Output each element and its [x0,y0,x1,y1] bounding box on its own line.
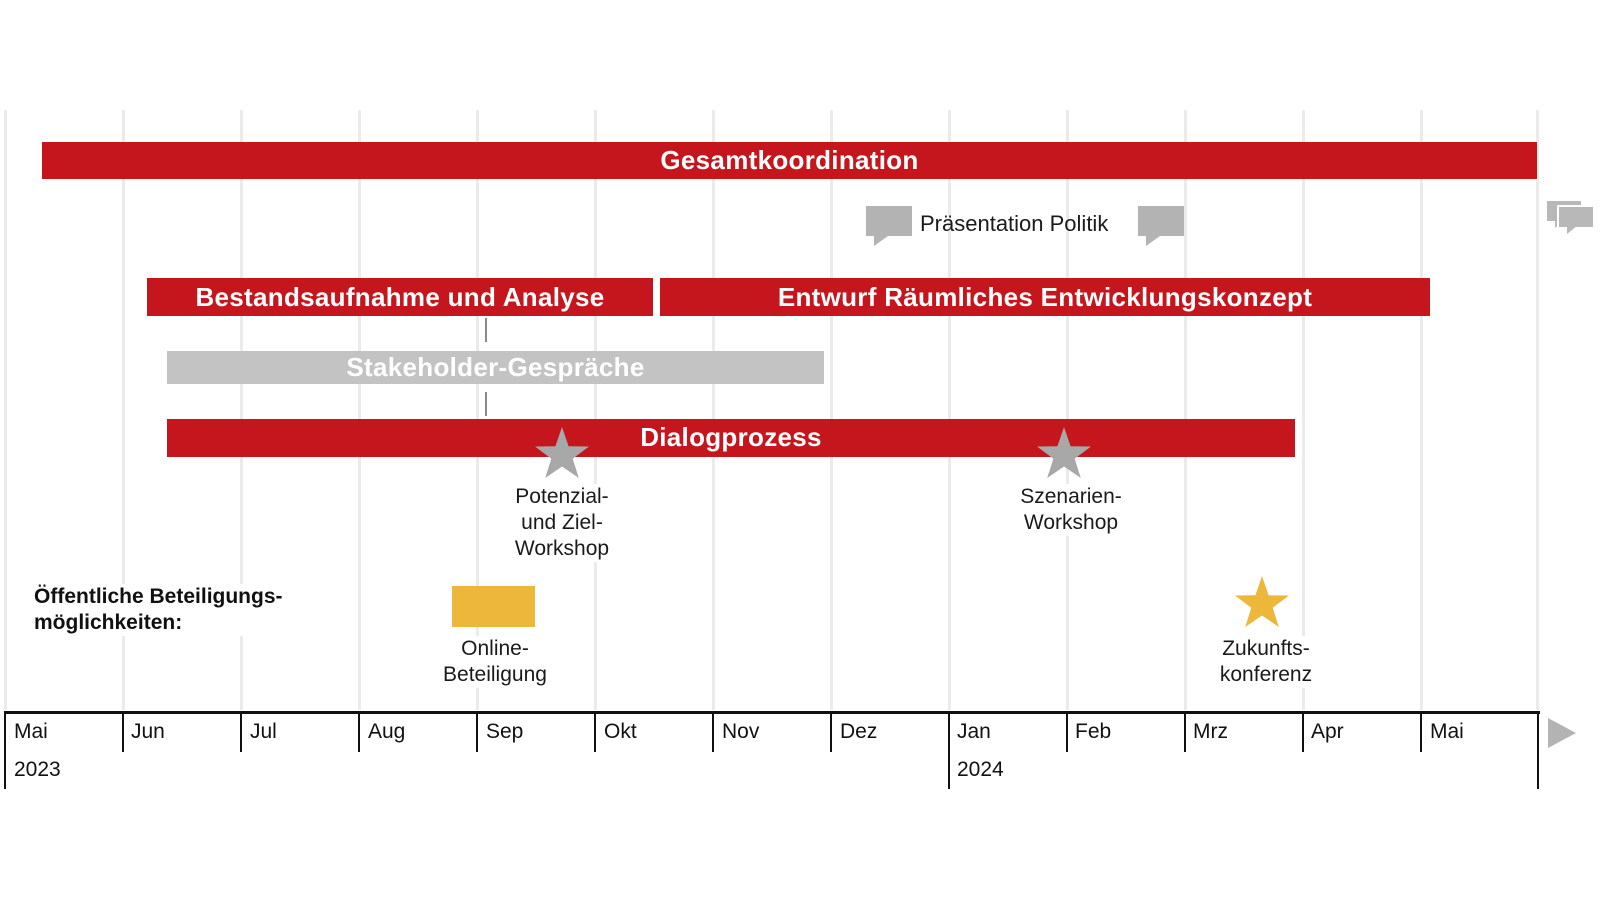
year-label: 2023 [14,758,61,781]
tick [1302,712,1304,752]
star-icon [1235,576,1289,627]
grid-line [1066,110,1069,710]
grid-line [4,110,7,710]
grid-line [712,110,715,710]
public-title-line1: Öffentliche Beteiligungs- [34,585,283,608]
entwurf-label: Entwurf Räumliches Entwicklungskonzept [777,281,1313,312]
dialogprozess-label: Dialogprozess [640,421,822,452]
tick-year [948,712,950,789]
gesamtkoordination-label: Gesamtkoordination [660,145,919,175]
tick [712,712,714,752]
stakeholder-label: Stakeholder-Gespräche [346,352,645,382]
tick [1420,712,1422,752]
szenarien-line1: Szenarien- [1020,485,1122,508]
year-label: 2024 [957,758,1004,781]
month-label: Nov [722,720,760,743]
speech-bubble-icon [866,206,912,246]
presentation-label: Präsentation Politik [920,211,1109,236]
szenarien-line2: Workshop [1023,511,1119,534]
tick [594,712,596,752]
month-label: Mai [1430,720,1464,743]
online-line2: Beteiligung [443,663,547,686]
grid-line [948,110,951,710]
potenzial-line1: Potenzial- [515,485,609,508]
star-icon [1037,427,1091,478]
month-label: Jan [957,720,991,743]
bestandsaufnahme-label: Bestandsaufnahme und Analyse [195,281,605,312]
grid-line [1302,110,1305,710]
grid-line [830,110,833,710]
public-participation-title: Öffentliche Beteiligungs- möglichkeiten: [34,584,287,636]
month-label: Dez [840,720,878,743]
month-label: Apr [1311,720,1344,743]
entwurf-bar: Entwurf Räumliches Entwicklungskonzept [660,278,1430,316]
tick [1066,712,1068,752]
grid-line [594,110,597,710]
month-label: Sep [486,720,524,743]
potenzial-workshop-label: Potenzial- und Ziel- Workshop [498,484,626,562]
public-title-line2: möglichkeiten: [34,611,183,634]
grid-line [1184,110,1187,710]
month-label: Okt [604,720,637,743]
grid-line [122,110,125,710]
star-icon [535,427,589,478]
month-label: Feb [1075,720,1112,743]
potenzial-line3: Workshop [514,537,610,560]
potenzial-line2: und Ziel- [521,511,603,534]
szenarien-workshop-label: Szenarien- Workshop [1006,484,1136,536]
tick [240,712,242,752]
speech-bubbles-icon [1546,200,1595,238]
online-beteiligung-label: Online- Beteiligung [430,636,560,688]
zukunft-line1: Zukunfts- [1222,637,1310,660]
grid-line [240,110,243,710]
zukunftskonferenz-label: Zukunfts- konferenz [1202,636,1330,688]
connector-line [485,392,487,416]
tick [476,712,478,752]
dialogprozess-bar: Dialogprozess [167,419,1295,457]
bestandsaufnahme-bar: Bestandsaufnahme und Analyse [147,278,653,316]
month-label: Aug [368,720,406,743]
zukunft-line2: konferenz [1219,663,1313,686]
timeline-axis [4,711,1540,714]
tick [1184,712,1186,752]
online-line1: Online- [461,637,529,660]
speech-bubble-icon [1138,206,1184,246]
month-label: Jul [250,720,277,743]
month-label: Mrz [1193,720,1228,743]
grid-line [1420,110,1423,710]
grid-line [476,110,479,710]
arrow-right-icon [1548,718,1576,748]
tick [358,712,360,752]
online-beteiligung-marker [452,586,535,627]
tick-end [1537,712,1539,789]
grid-line [1536,110,1539,710]
month-label: Mai [14,720,48,743]
grid-line [358,110,361,710]
stakeholder-bar: Stakeholder-Gespräche [167,351,824,384]
connector-line [485,318,487,342]
month-label: Jun [131,720,165,743]
tick-start [4,712,6,789]
tick [122,712,124,752]
tick [830,712,832,752]
gesamtkoordination-bar: Gesamtkoordination [42,142,1537,179]
